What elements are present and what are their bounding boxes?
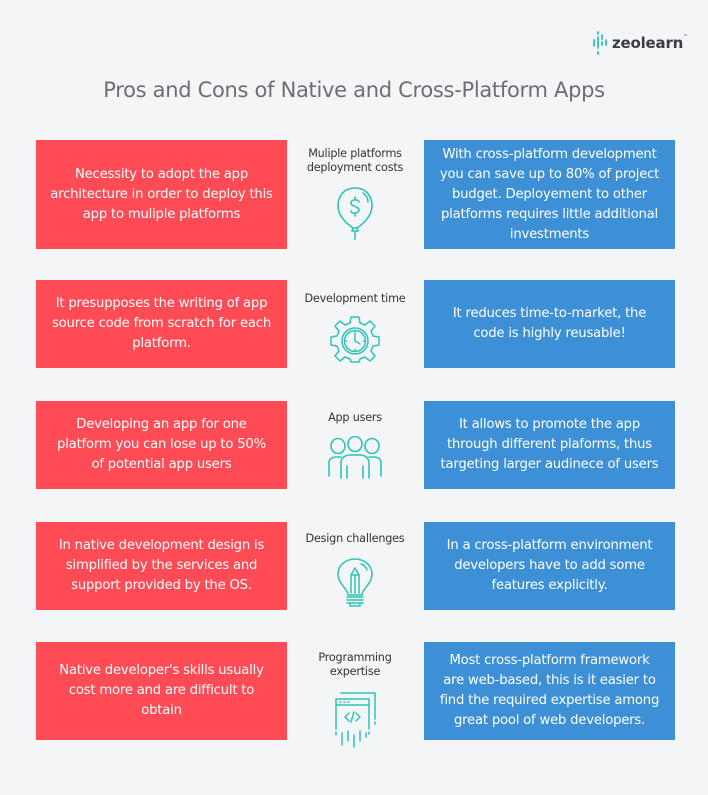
con-box-design-challenges: In native development design is simplifi… (36, 522, 287, 610)
gear-clock-icon (330, 316, 380, 363)
code-window-icon (335, 692, 376, 748)
pro-box-development-time: It reduces time-to-market, the code is h… (424, 280, 675, 368)
page-title: Pros and Cons of Native and Cross-Platfo… (103, 78, 605, 102)
con-box-deployment-costs: Necessity to adopt the app architecture … (36, 140, 287, 249)
category-label: App users (328, 411, 382, 424)
category-label: Muliple platforms deployment costs (306, 147, 404, 174)
pro-box-design-challenges: In a cross-platform environment develope… (424, 522, 675, 610)
category-app-users: App users (290, 411, 420, 480)
zeolearn-logo-icon (593, 31, 607, 55)
category-label: Design challenges (305, 532, 405, 545)
category-label: Programming expertise (318, 651, 392, 678)
users-icon (328, 436, 382, 479)
dollar-balloon-icon (337, 187, 373, 240)
category-development-time: Development time (290, 292, 420, 363)
pro-box-programming-expertise: Most cross-platform framework are web-ba… (424, 642, 675, 740)
trademark: ™ (683, 34, 689, 40)
brand-name: zeolearn (612, 34, 684, 52)
lightbulb-pencil-icon (337, 558, 373, 607)
pro-box-deployment-costs: With cross-platform development you can … (424, 140, 675, 249)
con-box-development-time: It presupposes the writing of app source… (36, 280, 287, 368)
con-box-app-users: Developing an app for one platform you c… (36, 401, 287, 489)
pro-box-app-users: It allows to promote the app through dif… (424, 401, 675, 489)
category-design-challenges: Design challenges (290, 532, 420, 609)
category-programming-expertise: Programming expertise (290, 651, 420, 749)
con-box-programming-expertise: Native developer's skills usually cost m… (36, 642, 287, 740)
category-label: Development time (304, 292, 406, 305)
category-deployment-costs: Muliple platforms deployment costs (290, 147, 420, 244)
